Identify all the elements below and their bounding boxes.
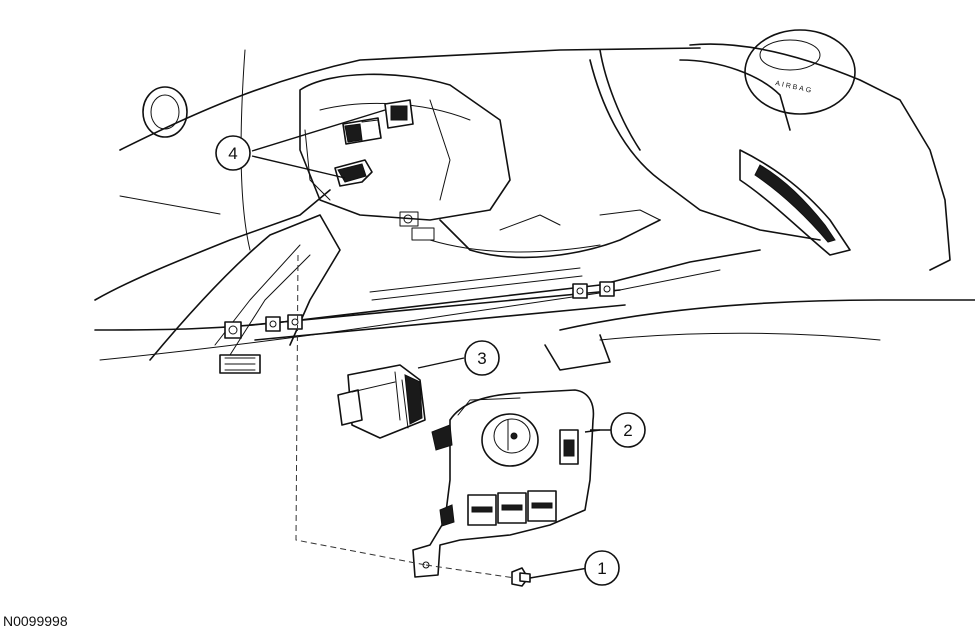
callout-3-label: 3 bbox=[477, 349, 486, 368]
figure-id-label: N0099998 bbox=[3, 613, 68, 629]
callout-2-label: 2 bbox=[623, 421, 632, 440]
callout-2: 2 bbox=[590, 412, 646, 448]
callout-4: 4 bbox=[215, 135, 251, 171]
switch-bezel bbox=[412, 389, 595, 578]
leader-lines bbox=[251, 109, 601, 579]
callout-4-label: 4 bbox=[228, 144, 237, 163]
electrical-connectors bbox=[334, 99, 414, 187]
airbag-label: AIRBAG bbox=[775, 80, 814, 95]
trim-bolts bbox=[219, 281, 615, 374]
callout-1: 1 bbox=[584, 550, 620, 586]
alignment-lines bbox=[295, 254, 516, 579]
headlamp-switch bbox=[337, 364, 426, 439]
callout-3: 3 bbox=[464, 340, 500, 376]
screw bbox=[511, 567, 531, 587]
instrument-panel-lines bbox=[94, 29, 975, 371]
callout-1-label: 1 bbox=[597, 559, 606, 578]
